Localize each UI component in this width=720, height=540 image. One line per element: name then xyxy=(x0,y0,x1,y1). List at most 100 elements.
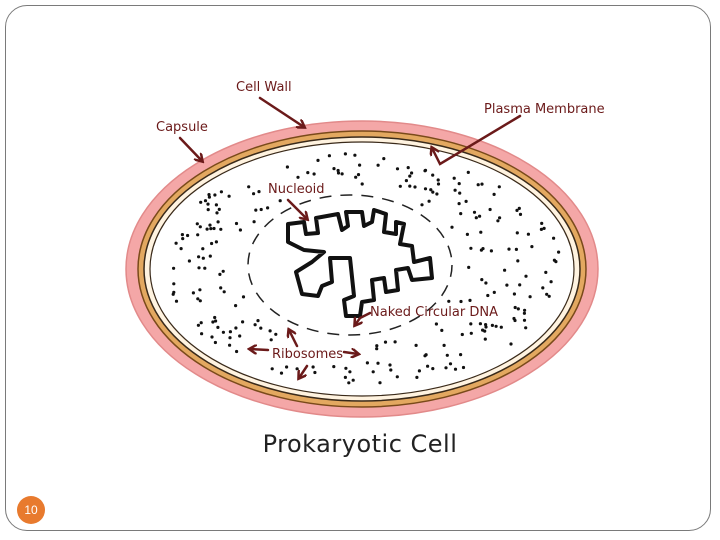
ribosome-dot xyxy=(444,366,448,370)
ribosome-dot xyxy=(196,323,200,327)
ribosome-dot xyxy=(266,206,270,210)
ribosome-dot xyxy=(187,259,191,263)
ribosome-dot xyxy=(375,344,379,348)
ribosome-dot xyxy=(201,247,205,251)
ribosome-dot xyxy=(468,298,472,302)
ribosome-dot xyxy=(206,202,210,206)
ribosome-dot xyxy=(423,168,428,172)
ribosome-dot xyxy=(228,330,232,334)
ribosome-dot xyxy=(512,292,517,296)
ribosome-dot xyxy=(414,343,418,347)
ribosome-dot xyxy=(457,202,461,206)
ribosome-dot xyxy=(378,381,382,385)
ribosome-dot xyxy=(344,366,348,370)
ribosomes-arrow-up xyxy=(289,330,299,348)
ribosome-dot xyxy=(228,343,232,347)
ribosome-dot xyxy=(440,328,444,332)
ribosome-dot xyxy=(347,381,351,385)
ribosome-dot xyxy=(241,320,245,324)
ribosome-dot xyxy=(198,299,202,303)
ribosome-dot xyxy=(312,172,316,176)
ribosome-dot xyxy=(348,370,352,374)
ribosome-dot xyxy=(476,183,480,187)
ribosome-dot xyxy=(547,294,551,298)
ribosome-dot xyxy=(201,256,205,260)
ribosome-dot xyxy=(316,158,320,162)
ribosome-dot xyxy=(423,187,428,191)
ribosome-dot xyxy=(256,319,260,323)
ribosome-dot xyxy=(209,227,213,231)
cytoplasm xyxy=(149,141,575,397)
ribosome-dot xyxy=(207,195,211,199)
ribosome-dot xyxy=(306,171,310,175)
ribosome-dot xyxy=(516,259,520,263)
ribosome-dot xyxy=(228,336,232,340)
nucleoid-region xyxy=(247,194,453,336)
ribosome-dot xyxy=(336,171,341,175)
ribosome-dot xyxy=(197,266,201,270)
ribosome-dot xyxy=(203,266,207,270)
ribosome-dot xyxy=(522,318,527,322)
ribosome-dot xyxy=(540,221,544,225)
ribosome-dot xyxy=(517,206,521,210)
ribosome-dot xyxy=(480,278,484,282)
ribosome-dot xyxy=(503,268,507,272)
ribosome-dot xyxy=(213,193,217,197)
plasma-membrane-label: Plasma Membrane xyxy=(484,102,605,117)
ribosome-dot xyxy=(213,340,217,345)
ribosome-dot xyxy=(371,370,375,374)
cell-wall-label: Cell Wall xyxy=(236,80,292,95)
ribosome-dot xyxy=(172,282,176,286)
ribosome-dot xyxy=(353,153,357,157)
ribosome-dot xyxy=(522,311,527,315)
ribosome-dot xyxy=(526,232,531,236)
ribosome-dot xyxy=(354,175,358,179)
ribosome-dot xyxy=(459,353,463,357)
ribosome-dot xyxy=(434,322,438,326)
ribosome-dot xyxy=(544,270,548,274)
ribosome-dot xyxy=(313,370,317,375)
ribosome-dot xyxy=(431,367,435,371)
ribosome-dot xyxy=(180,233,184,237)
ribosome-dot xyxy=(199,200,203,204)
ribosome-dot xyxy=(234,304,238,308)
ribosome-dot xyxy=(420,203,424,207)
ribosome-dot xyxy=(214,240,218,244)
ribosome-dot xyxy=(332,167,336,171)
ribosome-dot xyxy=(212,226,216,231)
ribosome-dot xyxy=(191,291,195,295)
ribosome-dot xyxy=(436,178,440,182)
ribosome-dot xyxy=(406,166,410,170)
ribosome-dot xyxy=(515,231,519,235)
ribosome-dot xyxy=(259,207,263,212)
ribosome-dot xyxy=(218,272,222,276)
ribosome-dot xyxy=(252,192,256,196)
ribosome-dot xyxy=(459,299,463,304)
ribosome-dot xyxy=(196,297,200,301)
ribosome-dot xyxy=(285,165,289,169)
ribosome-dot xyxy=(395,375,399,379)
ribosome-dot xyxy=(459,212,463,216)
ribosome-dot xyxy=(472,210,477,214)
ribosome-dot xyxy=(557,250,561,254)
ribosome-dot xyxy=(515,208,519,212)
ribosome-dot xyxy=(200,332,204,336)
ribosome-dot xyxy=(447,299,451,303)
ribosome-dot xyxy=(429,188,433,192)
ribosome-dot xyxy=(490,323,494,327)
plasma-membrane-arrow xyxy=(432,114,522,166)
ribosome-dot xyxy=(431,173,435,177)
ribosome-dot xyxy=(453,188,457,192)
ribosome-dot xyxy=(492,192,496,196)
ribosome-dot xyxy=(496,219,500,223)
ribosome-dot xyxy=(483,337,487,341)
ribosome-dot xyxy=(393,340,397,344)
ribosome-dot xyxy=(382,157,386,161)
ribosome-dot xyxy=(274,332,278,336)
ribosome-dot xyxy=(542,226,546,230)
ribosome-dot xyxy=(356,173,361,177)
ribosome-dot xyxy=(269,338,273,342)
naked-circular-dna-label: Naked Circular DNA xyxy=(370,305,498,320)
ribosome-dot xyxy=(205,227,209,231)
